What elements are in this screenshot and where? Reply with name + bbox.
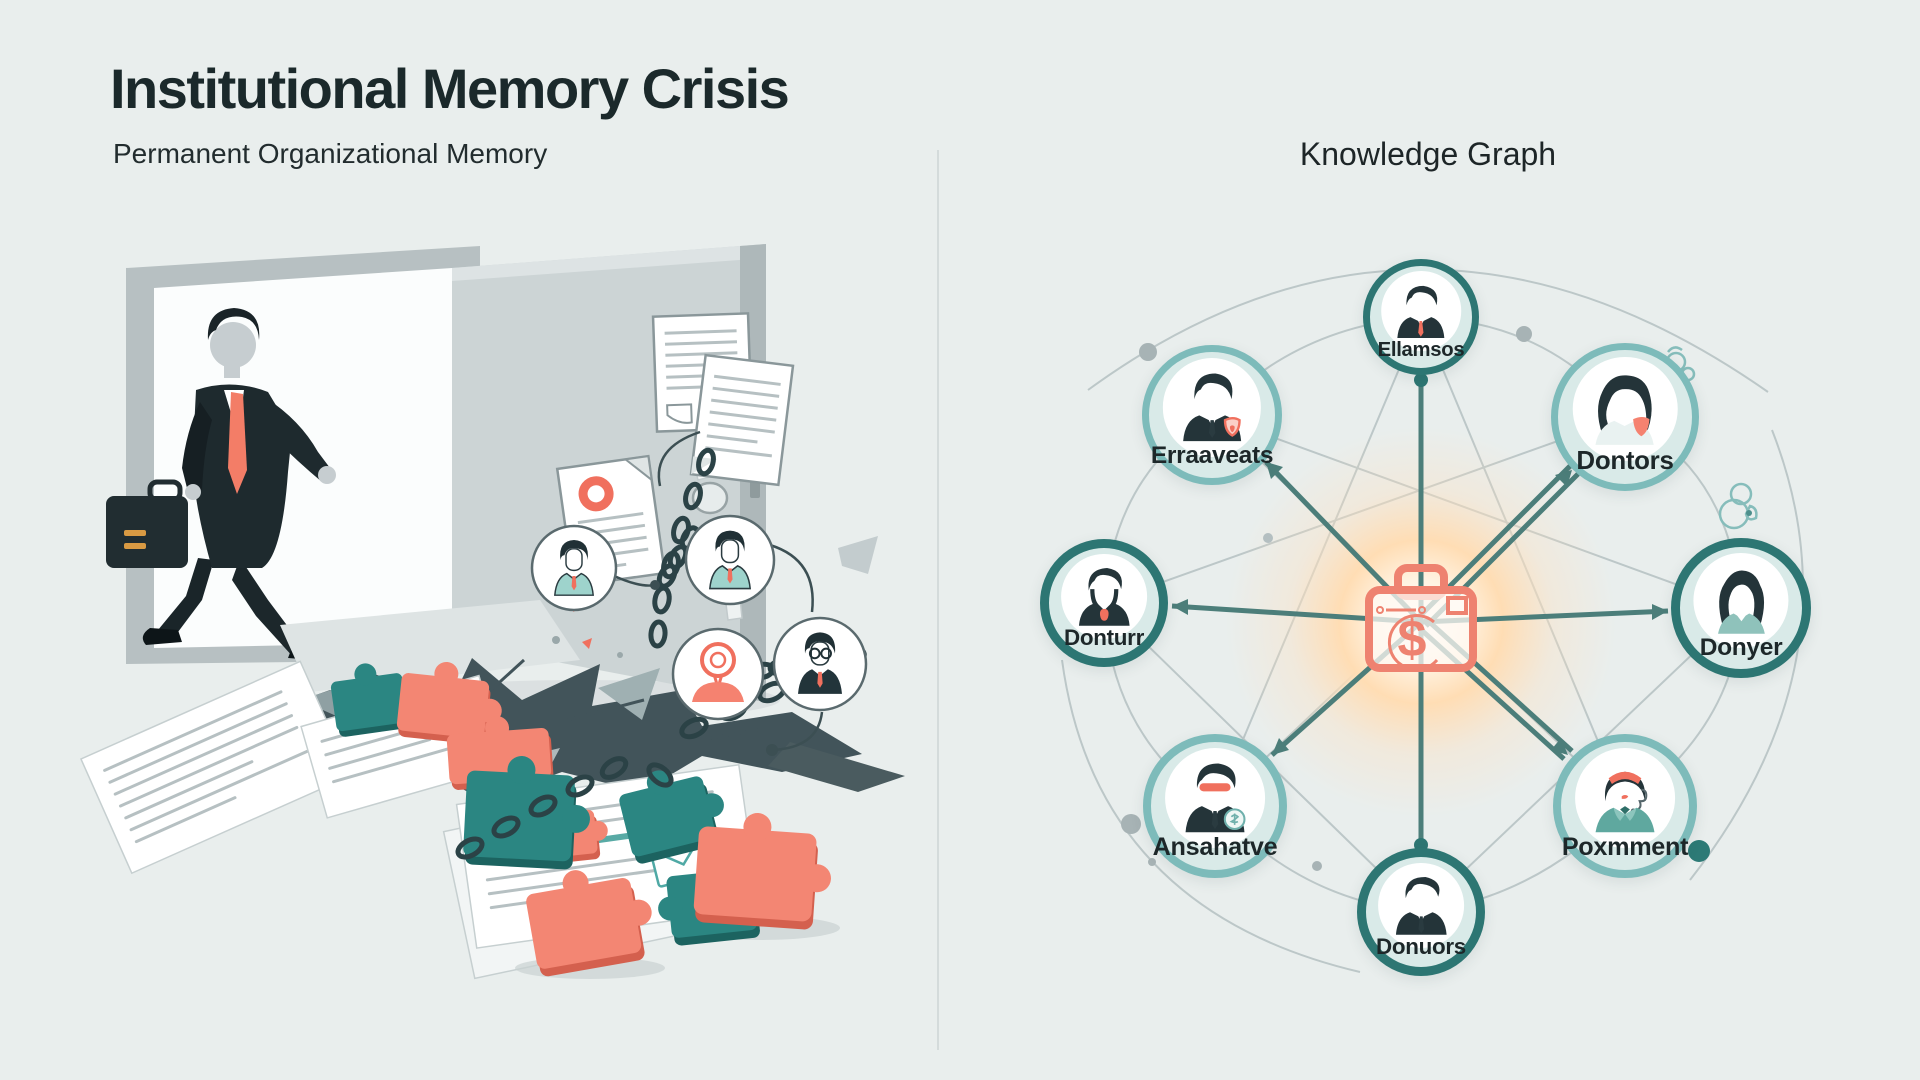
kg-node-label: Dontors: [1576, 446, 1674, 475]
debris-shard: [838, 536, 878, 574]
node-avatar-circle: [1061, 553, 1147, 640]
node-avatar-circle: [1575, 748, 1675, 849]
node-avatar-circle: [1165, 748, 1265, 849]
kg-node-poxmment: Poxmment: [1553, 734, 1697, 878]
person-doodle-icon: [1718, 482, 1758, 530]
kg-node-label: Donturr: [1064, 625, 1144, 651]
puzzle-piece: [396, 661, 502, 745]
male-professional-icon: [1397, 286, 1445, 339]
page-subtitle: Permanent Organizational Memory: [113, 138, 548, 169]
node-avatar-circle: [1378, 862, 1464, 949]
puzzle-piece: [693, 812, 831, 930]
kg-node-donuors: Donuors: [1357, 848, 1485, 976]
kg-node-label: Ansahatve: [1152, 833, 1278, 862]
kg-node-label: Donuors: [1376, 934, 1466, 960]
kg-node-ellamsos: Ellamsos: [1363, 259, 1479, 375]
kg-node-donyer: Donyer: [1671, 538, 1811, 678]
knowledge-graph-web: [1061, 268, 1804, 973]
female-long-hair-shield-icon: [1595, 375, 1655, 445]
male-visor-money-icon: [1185, 763, 1246, 833]
kg-node-dontors: Dontors: [1551, 343, 1699, 491]
kg-node-label: Ellamsos: [1377, 338, 1465, 361]
female-bob-icon: [1717, 570, 1765, 634]
node-avatar-circle: [1162, 358, 1262, 457]
puzzle-piece: [463, 756, 590, 870]
graph-dots: [1121, 326, 1710, 871]
profile-badge-icon: [684, 514, 776, 606]
kg-node-label: Poxmment: [1561, 833, 1689, 862]
idea-person-badge-icon: [671, 627, 765, 721]
node-avatar-circle: [1381, 271, 1461, 351]
male-professional-shield-icon: [1182, 373, 1241, 442]
businessman-with-briefcase-icon: [106, 308, 336, 661]
node-avatar-circle: [1572, 356, 1678, 462]
puzzle-piece: [619, 770, 724, 864]
panel-divider: [937, 150, 939, 1050]
page-title: Institutional Memory Crisis: [110, 57, 790, 120]
profile-badge-icon: [530, 524, 618, 612]
puzzle-piece: [526, 870, 652, 977]
kg-node-erraaveats: Erraaveats: [1142, 345, 1282, 485]
glasses-person-badge-icon: [772, 616, 868, 712]
kg-node-ansahatve: Ansahatve: [1143, 734, 1287, 878]
node-avatar-circle: [1693, 553, 1789, 649]
kg-node-label: Donyer: [1699, 633, 1783, 661]
male-beard-icon: [1078, 568, 1130, 626]
briefcase-dollar-icon: $: [1365, 564, 1477, 672]
dollar-symbol: $: [1398, 610, 1427, 668]
kg-node-label: Erraaveats: [1150, 442, 1274, 470]
knowledge-graph-heading: Knowledge Graph: [1299, 136, 1557, 172]
female-headset-icon: [1595, 772, 1655, 833]
kg-node-donturr: Donturr: [1040, 539, 1168, 667]
briefcase-icon: [106, 479, 188, 568]
male-professional-dark-tie-icon: [1395, 877, 1447, 935]
broken-puzzle-pieces: [330, 661, 840, 979]
